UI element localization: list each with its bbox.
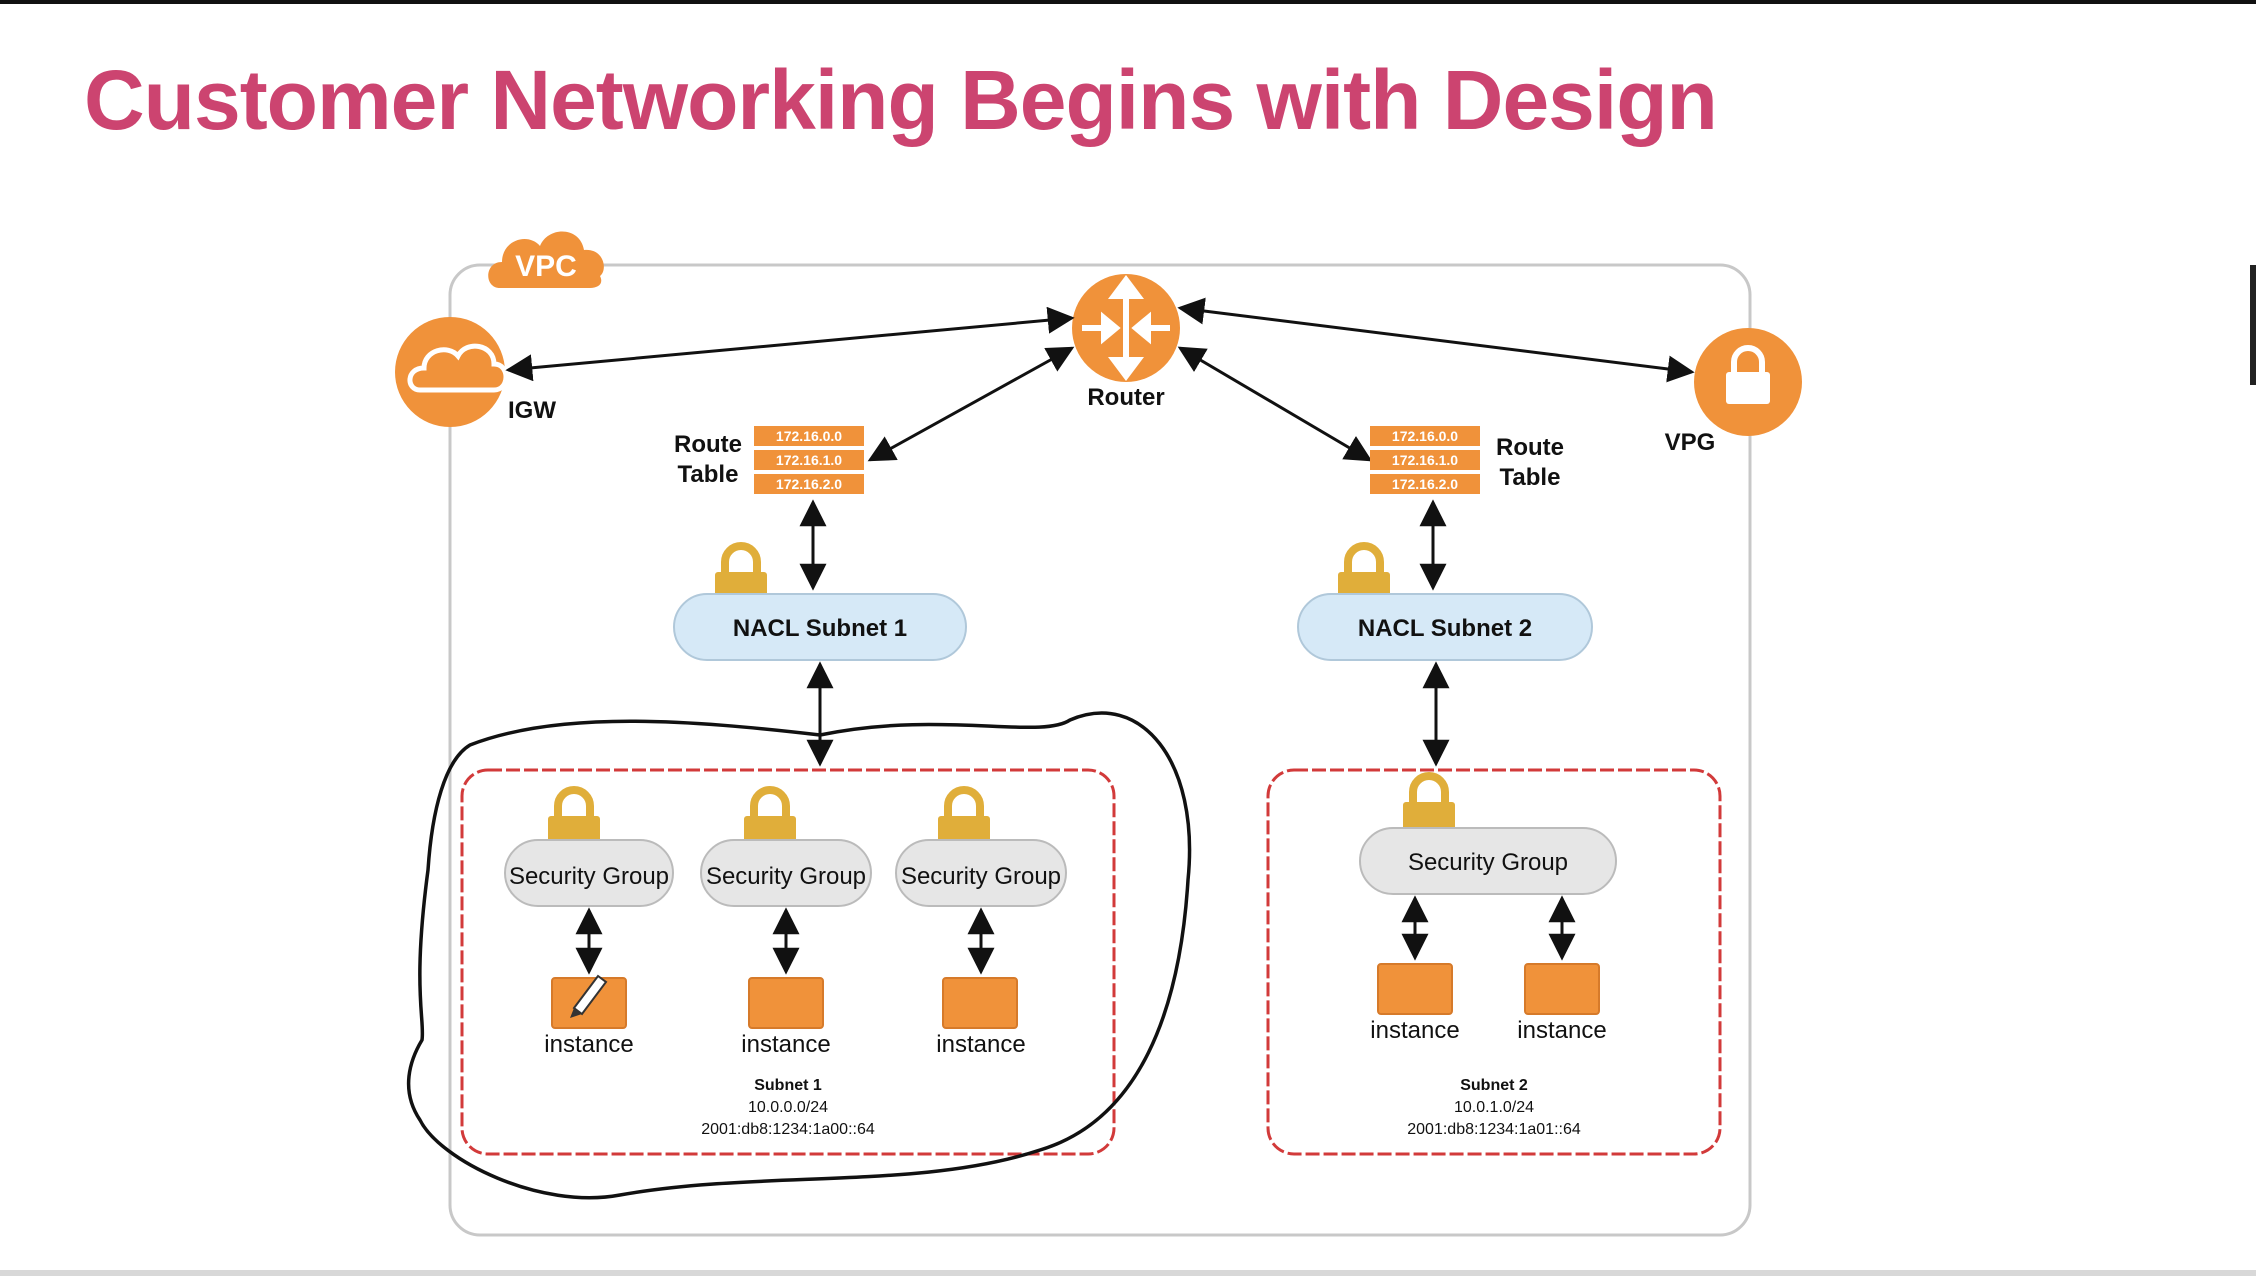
vpc-cloud-icon: VPC [488, 231, 604, 288]
instance-icon [1524, 963, 1600, 1015]
nacl-subnet-2 [1297, 593, 1593, 661]
subnet-1-ipv6: 2001:db8:1234:1a00::64 [701, 1121, 875, 1138]
instance-label: instance [544, 1031, 633, 1058]
arrow-router-rt-right [1177, 346, 1373, 462]
arrow-router-rt-left [867, 346, 1075, 462]
instance-label: instance [936, 1031, 1025, 1058]
subnet-2-box [1266, 768, 1722, 1156]
subnet-2-ipv4: 10.0.1.0/24 [1454, 1099, 1534, 1116]
subnet-1-ipv4: 10.0.0.0/24 [748, 1099, 828, 1116]
route-table-right-line1: Route [1496, 434, 1564, 461]
route-table-left-line1: Route [674, 431, 742, 458]
route-table-right-line2: Table [1500, 464, 1561, 491]
security-group-2: Security Group [1359, 776, 1617, 895]
security-group-1c: Security Group [895, 790, 1067, 907]
instance-label: instance [1517, 1017, 1606, 1044]
scrollbar[interactable] [2250, 265, 2256, 385]
router-label: Router [1087, 384, 1164, 411]
bottom-border [0, 1270, 2256, 1276]
security-group-1a: Security Group [504, 790, 674, 907]
nacl-subnet-2-label: NACL Subnet 2 [1358, 615, 1532, 642]
route-entry: 172.16.1.0 [1392, 452, 1458, 468]
nacl-subnet-1 [673, 593, 967, 661]
security-group-label: Security Group [509, 863, 669, 890]
arrow-router-vpg [1177, 297, 1695, 383]
router-icon [1072, 274, 1180, 382]
route-entry: 172.16.0.0 [776, 428, 842, 444]
hand-drawn-annotation [406, 711, 1192, 1200]
route-table-left-icon: 172.16.0.0 172.16.1.0 172.16.2.0 [754, 426, 864, 494]
vpg-icon [1694, 328, 1802, 436]
vpg-label: VPG [1665, 429, 1716, 456]
subnet-2-name: Subnet 2 [1460, 1077, 1528, 1094]
igw-icon [395, 317, 509, 427]
subnet-2-ipv6: 2001:db8:1234:1a01::64 [1407, 1121, 1581, 1138]
pencil-cursor-icon [570, 974, 608, 1018]
security-group-label: Security Group [706, 863, 866, 890]
igw-label: IGW [508, 397, 556, 424]
top-border [0, 0, 2256, 4]
instance-icon [1377, 963, 1453, 1015]
security-group-label: Security Group [1408, 849, 1568, 876]
route-entry: 172.16.2.0 [776, 476, 842, 492]
security-group-label: Security Group [901, 863, 1061, 890]
route-table-left-line2: Table [678, 461, 739, 488]
subnet-1-box [460, 768, 1116, 1156]
route-entry: 172.16.2.0 [1392, 476, 1458, 492]
nacl-subnet-1-label: NACL Subnet 1 [733, 615, 907, 642]
security-group-1b: Security Group [700, 790, 872, 907]
route-entry: 172.16.0.0 [1392, 428, 1458, 444]
instance-label: instance [1370, 1017, 1459, 1044]
arrow-igw-router [505, 306, 1075, 382]
instance-icon [748, 977, 824, 1029]
route-table-right-icon: 172.16.0.0 172.16.1.0 172.16.2.0 [1370, 426, 1480, 494]
slide-title: Customer Networking Begins with Design [84, 53, 1718, 147]
instance-icon [942, 977, 1018, 1029]
subnet-1-name: Subnet 1 [754, 1077, 822, 1094]
instance-label: instance [741, 1031, 830, 1058]
route-entry: 172.16.1.0 [776, 452, 842, 468]
vpc-label: VPC [515, 250, 577, 283]
vpc-boundary [448, 263, 1752, 1237]
